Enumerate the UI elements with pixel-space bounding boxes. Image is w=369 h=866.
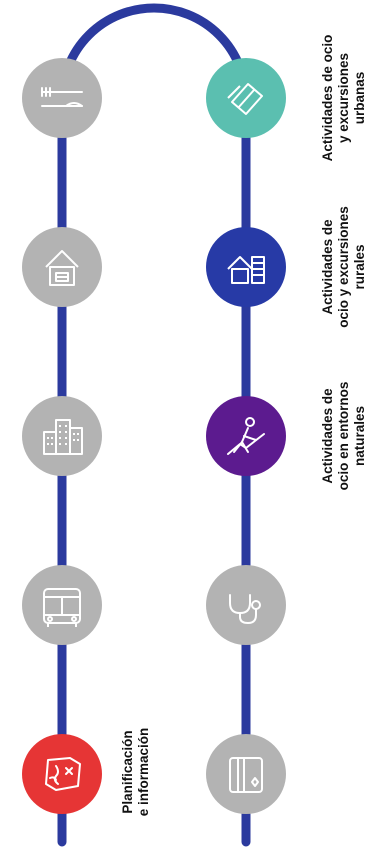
node-rural[interactable] — [206, 227, 286, 307]
rural-house-icon — [227, 256, 265, 284]
node-lodging[interactable] — [22, 227, 102, 307]
label-urban: Actividades de ocio y excursiones urbana… — [320, 34, 367, 162]
node-urban[interactable] — [206, 58, 286, 138]
credit-card-icon — [229, 757, 263, 793]
bus-icon — [43, 588, 81, 627]
node-city[interactable] — [22, 396, 102, 476]
hiker-icon — [227, 417, 265, 455]
node-natural[interactable] — [206, 396, 286, 476]
node-transport[interactable] — [22, 565, 102, 645]
tickets-icon — [227, 83, 263, 115]
node-dining[interactable] — [22, 58, 102, 138]
node-payment[interactable] — [206, 734, 286, 814]
cutlery-icon — [41, 87, 83, 107]
label-planning: Planificación e información — [120, 727, 151, 817]
node-planning[interactable] — [22, 734, 102, 814]
city-buildings-icon — [43, 419, 83, 455]
label-natural: Actividades de ocio en entornos naturale… — [320, 381, 367, 491]
stethoscope-icon — [229, 594, 261, 625]
label-rural: Actividades de ocio y excursiones rurale… — [320, 206, 367, 328]
node-health[interactable] — [206, 565, 286, 645]
hotel-bed-icon — [45, 250, 79, 286]
treasure-map-icon — [45, 757, 81, 791]
